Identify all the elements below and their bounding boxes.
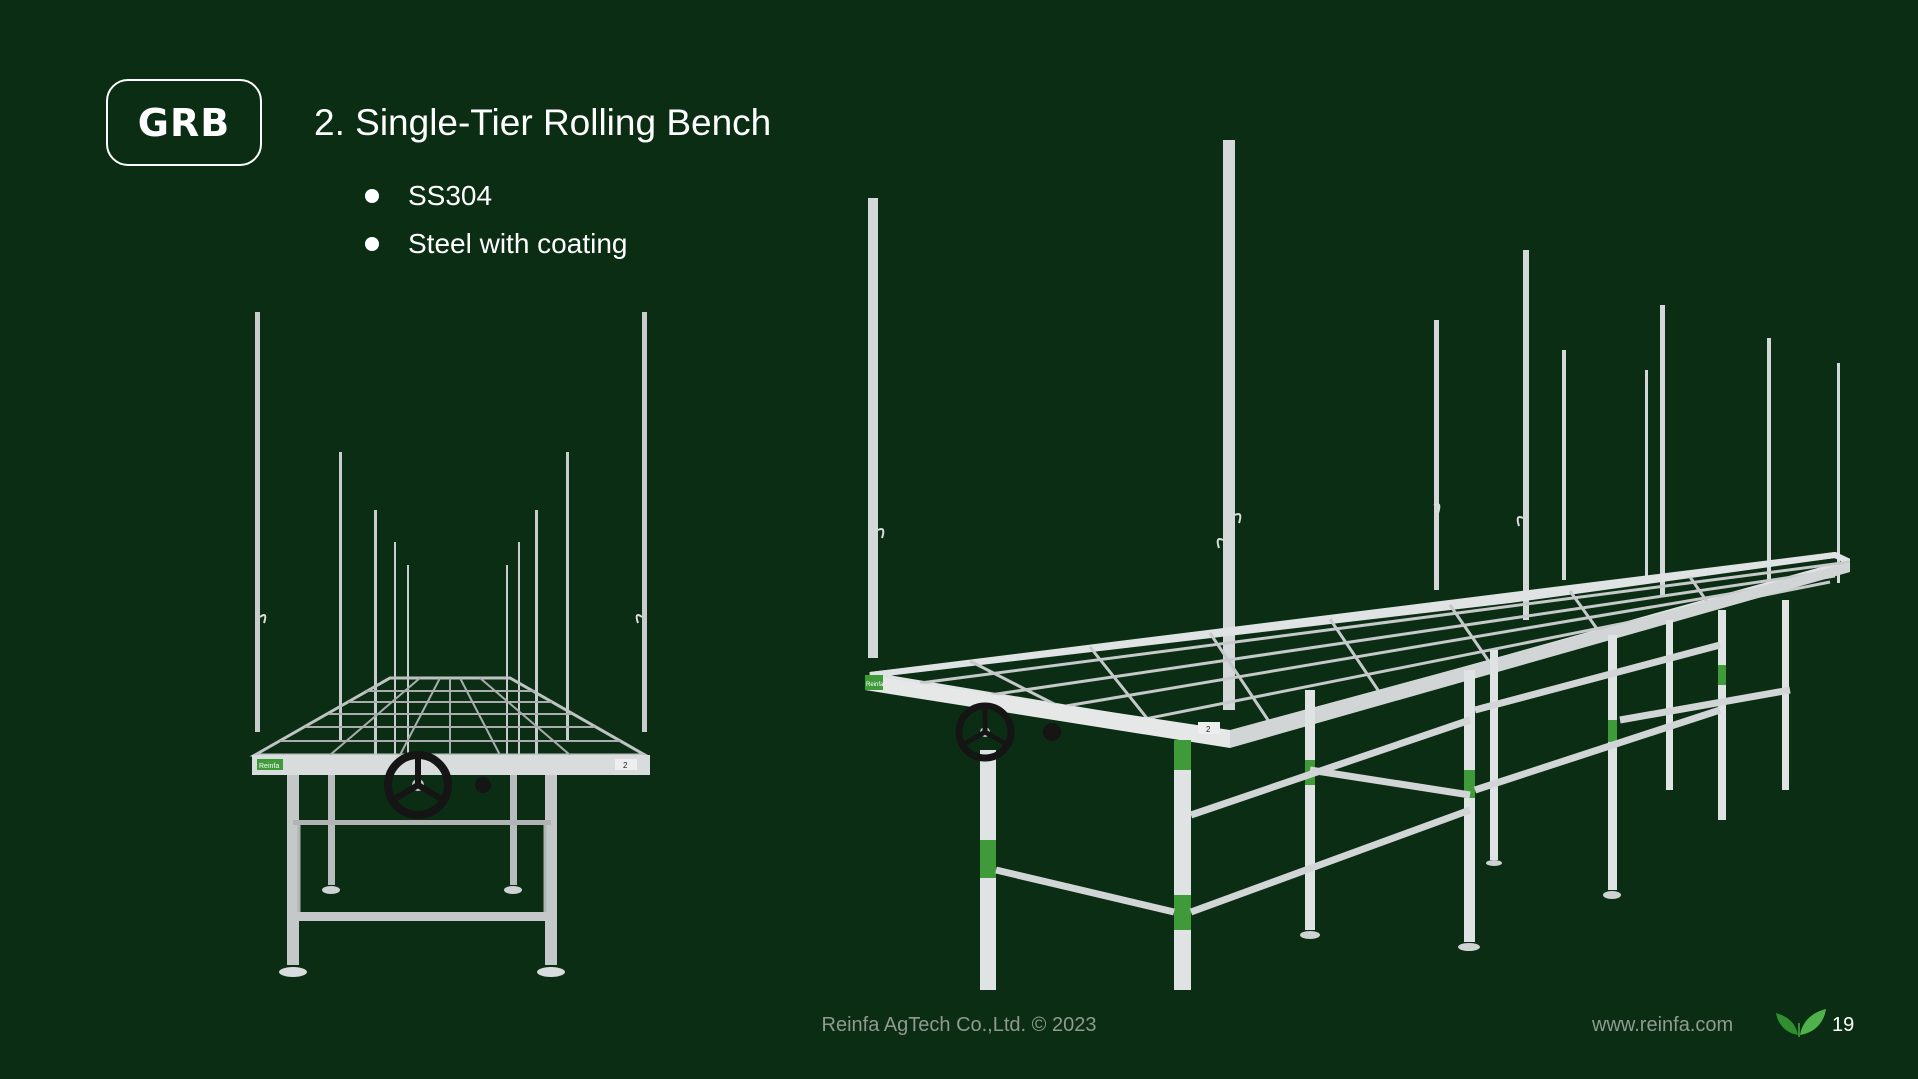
- handwheel-icon-2: [955, 702, 1015, 762]
- bullet-text: Steel with coating: [408, 228, 628, 259]
- bench-front-view-image: Reinfa 2: [249, 312, 651, 977]
- page-number: 19: [1832, 1014, 1855, 1036]
- bullet-text: SS304: [408, 180, 493, 211]
- bullet-item: Steel with coating: [362, 220, 627, 268]
- brand-plate-text: Reinfa: [259, 763, 279, 770]
- brand-badge: GRB: [106, 79, 262, 166]
- footer-url: www.reinfa.com: [1592, 1014, 1734, 1036]
- bullet-list: SS304 Steel with coating: [362, 172, 627, 268]
- bullet-dot-icon: [365, 237, 379, 251]
- brand-plate-text-2: Reinfa: [866, 682, 884, 688]
- brand-badge-label: GRB: [137, 100, 231, 145]
- bullet-dot-icon: [365, 189, 379, 203]
- sprout-leaf-icon: [1776, 1009, 1826, 1037]
- bench-number-text: 2: [623, 761, 628, 770]
- bench-number-text-2: 2: [1206, 725, 1211, 734]
- bullet-item: SS304: [362, 172, 627, 220]
- bench-perspective-view-image: Reinfa 2: [865, 140, 1850, 990]
- handwheel-icon: [384, 751, 452, 819]
- slide-title: 2. Single-Tier Rolling Bench: [314, 102, 772, 143]
- footer-copyright: Reinfa AgTech Co.,Ltd. © 2023: [821, 1014, 1097, 1036]
